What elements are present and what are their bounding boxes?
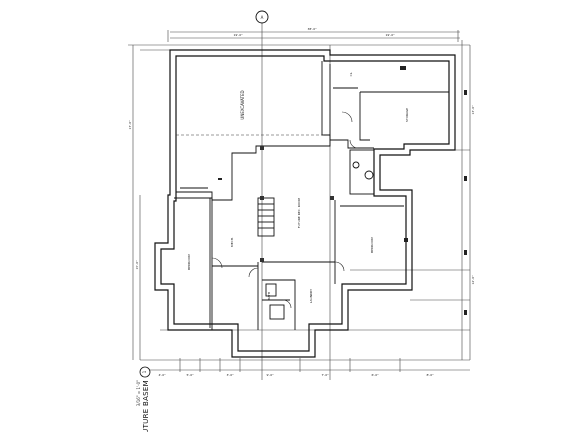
dim-bottom-2: 3'-0" bbox=[226, 373, 234, 377]
grid-marker-label: A bbox=[261, 15, 264, 20]
dim-bottom-5: 6'-0" bbox=[371, 373, 379, 377]
room-closet: CL. bbox=[349, 72, 353, 77]
dim-bottom-3: 9'-0" bbox=[266, 373, 274, 377]
room-bedroom-right: BEDROOM bbox=[370, 237, 374, 253]
room-bath: BATH bbox=[267, 292, 271, 300]
drawing-title-block: 1 FUTURE BASEM 3/16" = 1'-0" bbox=[136, 366, 151, 432]
room-unexcavated: UNEXCAVATED bbox=[240, 90, 245, 119]
dim-bottom-4: 7'-0" bbox=[321, 373, 329, 377]
dim-top-right: 19'-0" bbox=[385, 33, 395, 37]
dim-top-left: 19'-0" bbox=[233, 33, 243, 37]
room-storage: STORAGE bbox=[405, 108, 409, 122]
dim-bottom-6: 8'-0" bbox=[426, 373, 434, 377]
dim-right-lower: 12'-0" bbox=[471, 275, 475, 285]
columns bbox=[260, 146, 334, 262]
room-mech: MECH. bbox=[230, 237, 234, 247]
room-bedroom-left: BEDROOM bbox=[187, 254, 191, 270]
dim-bottom-1: 5'-0" bbox=[186, 373, 194, 377]
dim-bottom-0: 4'-0" bbox=[158, 373, 166, 377]
drawing-scale: 3/16" = 1'-0" bbox=[136, 380, 141, 406]
section-marks bbox=[218, 66, 467, 315]
dim-left-lower: 15'-0" bbox=[135, 260, 139, 270]
foundation-walls bbox=[154, 49, 456, 358]
room-rec: FUTURE REC. ROOM bbox=[297, 197, 301, 228]
dim-top-overall: 38'-0" bbox=[307, 27, 317, 31]
door-swings bbox=[211, 111, 359, 309]
grid-marker: A bbox=[255, 10, 269, 24]
dim-left-upper: 17'-0" bbox=[128, 120, 132, 130]
interior-walls bbox=[174, 61, 449, 330]
room-laundry: LAUNDRY bbox=[309, 289, 313, 303]
drawing-title: FUTURE BASEM bbox=[142, 380, 150, 432]
title-marker-number: 1 bbox=[142, 370, 147, 373]
dim-right-upper: 13'-0" bbox=[471, 105, 475, 115]
